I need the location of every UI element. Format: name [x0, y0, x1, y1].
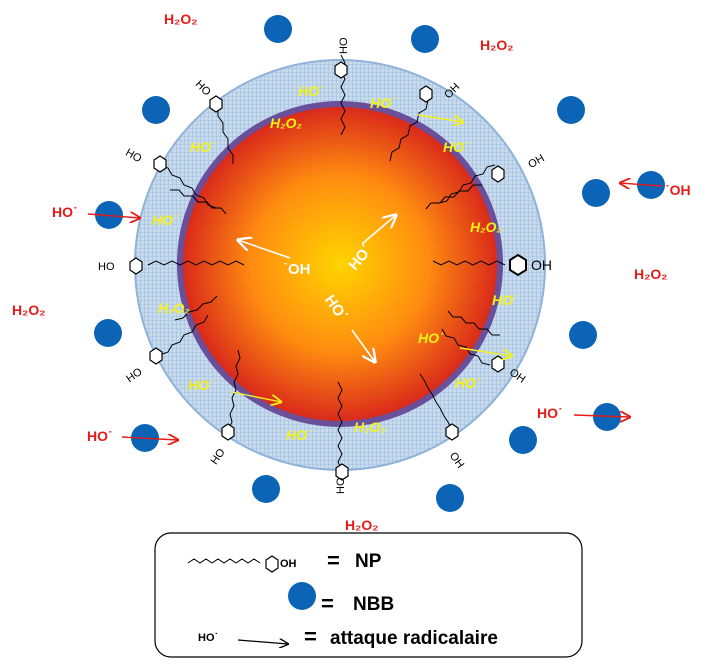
svg-text:HO˙: HO˙	[370, 95, 396, 111]
svg-text:=: =	[304, 624, 317, 649]
svg-text:HO˙: HO˙	[455, 375, 481, 391]
svg-text:NP: NP	[355, 551, 382, 572]
svg-text:OH: OH	[280, 558, 297, 570]
svg-text:˙OH: ˙OH	[665, 182, 691, 198]
svg-text:˙OH: ˙OH	[283, 261, 311, 278]
shell-radicals: HO˙ HO˙ H₂O₂ HO˙ HO˙ HO˙ H₂O₂ H₂O₂ HO˙ H…	[152, 83, 518, 443]
nbb-dot	[593, 403, 621, 431]
h2o2-labels: H₂O₂ H₂O₂ H₂O₂ H₂O₂ H₂O₂	[12, 11, 667, 533]
svg-text:=: =	[321, 591, 334, 616]
svg-text:HO˙: HO˙	[418, 330, 444, 346]
nbb-dot	[94, 319, 122, 347]
svg-text:HO˙: HO˙	[443, 139, 469, 155]
svg-text:HO: HO	[124, 366, 145, 386]
outer-radicals: HO˙ ˙OH HO˙ HO˙	[52, 182, 691, 444]
svg-text:HO: HO	[208, 446, 228, 467]
svg-text:HO˙: HO˙	[492, 292, 518, 308]
svg-text:HO: HO	[98, 261, 115, 273]
svg-text:OH: OH	[531, 257, 552, 273]
svg-text:H₂O₂: H₂O₂	[158, 300, 190, 316]
svg-text:HO˙: HO˙	[87, 428, 113, 444]
svg-text:HO: HO	[338, 37, 350, 54]
svg-text:attaque radicalaire: attaque radicalaire	[330, 628, 498, 649]
svg-text:HO˙: HO˙	[190, 139, 216, 155]
svg-text:HO˙: HO˙	[52, 204, 78, 220]
svg-text:H₂O₂: H₂O₂	[12, 302, 45, 318]
nbb-dot	[569, 321, 597, 349]
svg-text:HO: HO	[123, 147, 144, 166]
nbb-dot	[411, 25, 439, 53]
svg-text:HO: HO	[335, 477, 347, 494]
svg-text:H₂O₂: H₂O₂	[480, 37, 513, 53]
legend: OH = NP = NBB HO˙ = attaque radicalaire	[154, 532, 583, 658]
nbb-dot	[557, 96, 585, 124]
svg-text:HO˙: HO˙	[188, 377, 214, 393]
svg-text:H₂O₂: H₂O₂	[470, 219, 502, 235]
phenol-groups	[129, 61, 527, 481]
svg-text:OH: OH	[447, 450, 466, 470]
nbb-dot	[509, 426, 537, 454]
svg-text:H₂O₂: H₂O₂	[164, 11, 197, 27]
nbb-dot	[142, 96, 170, 124]
nbb-dot	[264, 15, 292, 43]
svg-text:HO˙: HO˙	[198, 632, 218, 644]
svg-text:HO: HO	[193, 78, 213, 98]
svg-text:HO˙: HO˙	[537, 405, 563, 421]
svg-text:=: =	[327, 548, 340, 573]
svg-text:HO˙: HO˙	[286, 427, 312, 443]
legend-nbb-dot	[288, 582, 316, 610]
nanoparticle-core	[177, 101, 503, 427]
svg-text:NBB: NBB	[353, 594, 394, 615]
legend-box	[154, 532, 583, 658]
svg-text:H₂O₂: H₂O₂	[345, 517, 378, 533]
svg-text:HO˙: HO˙	[298, 83, 324, 99]
svg-text:H₂O₂: H₂O₂	[634, 266, 667, 282]
svg-text:H₂O₂: H₂O₂	[354, 419, 386, 435]
nbb-dot	[252, 475, 280, 503]
svg-text:OH: OH	[526, 152, 546, 171]
svg-text:H₂O₂: H₂O₂	[270, 115, 302, 131]
nbb-dot	[436, 484, 464, 512]
nbb-dot	[582, 179, 610, 207]
svg-text:HO˙: HO˙	[152, 212, 178, 228]
